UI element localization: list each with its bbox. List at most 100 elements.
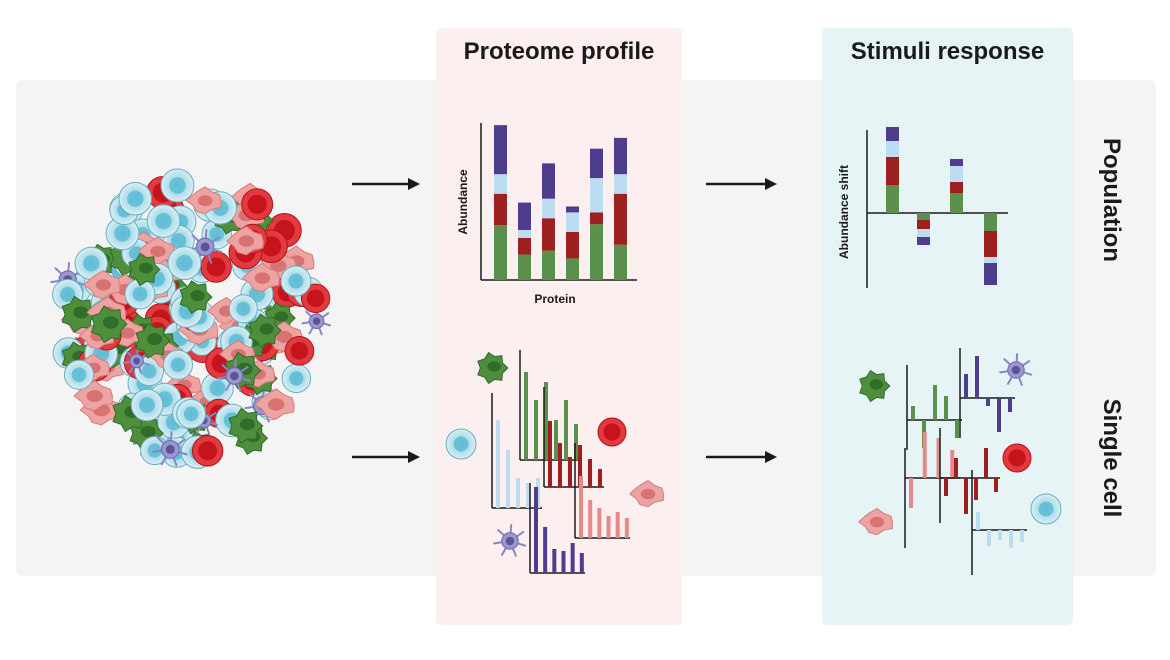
mini-bar [526,483,530,508]
mini-bar [543,527,548,573]
mini-bar [558,443,562,487]
cell-nucleus [73,306,89,319]
mini-bar [964,374,968,398]
mini-bar [579,476,583,538]
purple-cell [493,524,527,557]
light-blue-cell [140,435,170,466]
bar-p2-purple [518,202,531,231]
cell-nucleus [139,397,155,413]
pink-cell [254,388,295,420]
shift-bar-p2-green [917,213,930,220]
green-cell [477,351,509,385]
mini-bar [564,400,568,460]
light-blue-cell [63,359,95,390]
mini-bar [597,508,602,538]
stimuli-response-title: Stimuli response [850,38,1045,65]
tissue-cell-cluster [50,168,332,469]
green-cell [228,407,264,444]
pink-cell [185,186,222,215]
mini-bar [944,478,948,496]
cell-nucleus [138,262,153,274]
cell-nucleus [71,367,87,383]
cell-nucleus [267,398,285,411]
cell-center [1008,449,1026,467]
single-cell-response-charts [904,348,1027,575]
cell-nucleus [132,286,148,302]
green-cell [859,369,891,403]
cell-nucleus [254,272,271,284]
mini-bar [954,458,958,478]
mini-bar [578,445,582,487]
bar-p4-green [566,258,579,280]
population-proteome-chart: Abundance Protein [456,123,637,306]
mini-bar [994,478,998,492]
bar-p6-light-blue [614,174,627,194]
mini-bar [922,432,927,478]
cell-nucleus [140,425,156,438]
bar-p2-light-blue [518,230,531,238]
mini-bar [936,438,941,478]
y-axis-label: Abundance [456,169,470,235]
mini-chart-purple [529,483,585,574]
cell-nucleus [487,361,501,372]
light-blue-cell [281,363,312,394]
mini-bar [554,420,558,460]
purple-cell [152,431,188,467]
bar-p3-dark-red [542,218,555,251]
pink-cell [858,507,894,536]
light-blue-cell [162,349,194,380]
cell-nucleus [1011,365,1021,375]
bar-p3-purple [542,163,555,199]
purple-cell [122,346,151,375]
cell-nucleus [259,323,274,335]
bar-p5-light-blue [590,178,603,213]
mini-bar [933,385,937,420]
mini-chart-dark-red [543,387,604,488]
cell-nucleus [200,242,210,252]
pink-cell [83,269,121,300]
bar-p6-purple [614,137,627,175]
cell-nucleus [86,390,103,403]
single-cell-row-label: Single cell [1098,398,1125,518]
cell-nucleus [60,286,76,303]
cell-nucleus [209,380,226,396]
cell-nucleus [170,233,187,249]
shift-bar-p2-light-blue [917,229,930,237]
light-blue-cell [146,204,181,238]
green-cell [128,252,161,287]
light-blue-cell [1030,493,1062,525]
mini-bar [1008,398,1012,412]
mini-chart-green [519,350,580,461]
cell-nucleus [155,212,172,230]
light-blue-cell [118,181,153,216]
bar-p1-dark-red [494,193,507,226]
cell-nucleus [183,406,199,422]
cell-nucleus [289,371,304,386]
bar-p1-light-blue [494,174,507,194]
light-blue-cell [74,246,108,281]
light-blue-cell [167,246,202,281]
cell-nucleus [230,371,239,381]
cell-nucleus [869,516,885,528]
bar-p1-green [494,225,507,280]
cell-nucleus [127,190,144,207]
shift-bar-p4-green [984,213,997,231]
purple-cell [217,358,251,393]
light-blue-cell [130,388,164,422]
mini-bar [544,382,548,460]
shift-bar-p2-purple [917,237,930,245]
bar-p6-green [614,244,627,280]
cell-center [290,341,309,360]
red-cell [597,417,627,447]
mini-bar [534,400,538,460]
red-cell [300,283,331,314]
light-blue-cell [280,265,312,297]
cell-nucleus [276,331,293,343]
pink-cell [629,479,665,508]
mini-shift-dark-red [939,428,1000,523]
cell-nucleus [95,279,112,291]
mini-bar [987,530,991,546]
mini-bar [570,543,575,573]
mini-bar [516,478,520,508]
